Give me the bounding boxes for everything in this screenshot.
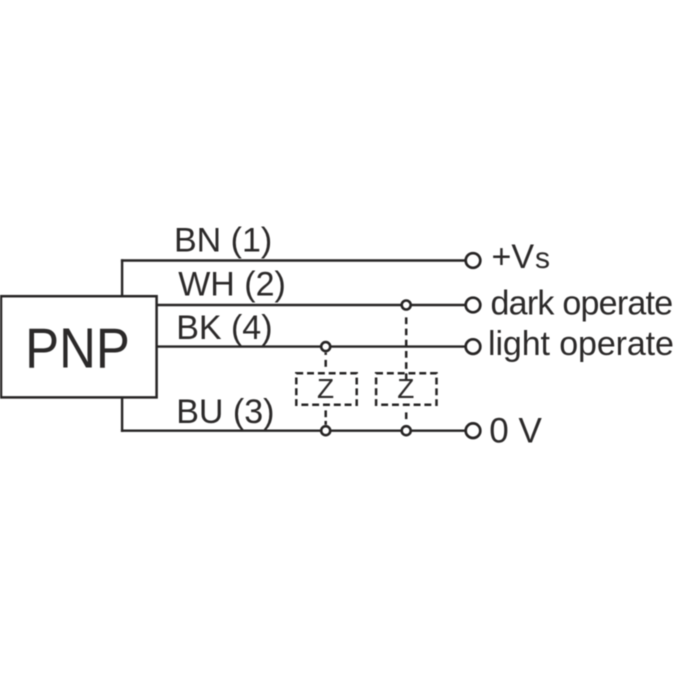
svg-text:BU (3): BU (3) — [176, 393, 274, 431]
svg-text:PNP: PNP — [25, 316, 130, 379]
svg-text:Z: Z — [397, 373, 414, 404]
svg-text:0 V: 0 V — [489, 412, 542, 451]
svg-text:+Vs: +Vs — [492, 238, 551, 276]
svg-text:BN (1): BN (1) — [174, 222, 272, 260]
svg-text:light operate: light operate — [488, 325, 674, 363]
svg-text:Z: Z — [317, 373, 334, 404]
svg-text:BK (4): BK (4) — [176, 309, 272, 347]
svg-text:dark operate: dark operate — [491, 284, 673, 322]
svg-text:WH (2): WH (2) — [178, 266, 286, 304]
